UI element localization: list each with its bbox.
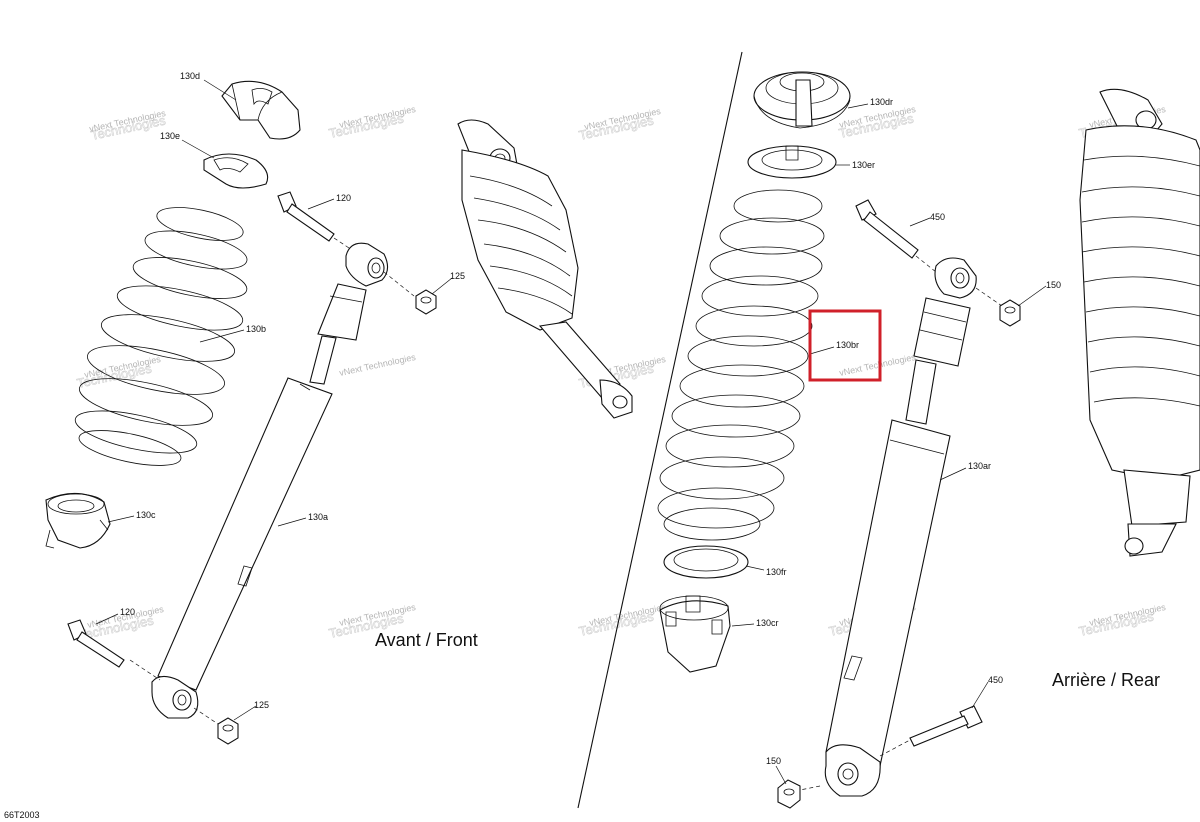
callout-130b: 130b [246,324,266,334]
part-450-bolt-top [855,199,919,259]
part-150-nut-bottom [777,779,801,809]
callout-130ar: 130ar [968,461,991,471]
part-130dr-upper-cup [753,71,851,129]
part-130cr-lower-cup [659,595,731,673]
part-130c-lower-cup [45,492,111,549]
callout-130a: 130a [308,512,328,522]
part-130b-front-spring [74,207,248,466]
leader-lines [95,79,1047,785]
callout-130c: 130c [136,510,156,520]
part-130fr-lower-ring [663,545,749,579]
part-125-nut-bottom [217,717,239,745]
watermark: vNext Technologies [338,352,417,378]
callout-120-top: 120 [336,193,351,203]
part-130a-front-shock [151,242,389,719]
part-130e-spring-seat [203,153,269,189]
rear-section-label: Arrière / Rear [1052,670,1160,690]
callout-130cr: 130cr [756,618,779,628]
watermark: vNext Technologies [838,352,917,378]
rear-shock-assembly [1079,88,1200,557]
part-150-nut-top [999,299,1021,327]
callout-130br: 130br [836,340,859,350]
front-shock-assembly [457,119,633,419]
callout-150-bottom: 150 [766,756,781,766]
part-130d-spring-cup [221,80,301,140]
highlight-box [808,309,882,382]
front-section-label: Avant / Front [375,630,478,650]
part-130ar-rear-shock [824,257,977,797]
callouts: 130d 130e 120 125 130b 130c 130a 120 125… [120,71,1061,766]
callout-130fr: 130fr [766,567,787,577]
part-130br-rear-spring [657,189,825,541]
callout-125-bottom: 125 [254,700,269,710]
section-divider [577,51,743,809]
callout-130e: 130e [160,131,180,141]
part-125-nut-top [415,289,437,315]
callout-130dr: 130dr [870,97,893,107]
callout-130d: 130d [180,71,200,81]
drawing-code: 66T2003 [4,810,40,820]
part-450-bolt-bottom [909,705,983,747]
part-130er-seat [747,145,837,179]
callout-130er: 130er [852,160,875,170]
callout-450-bottom: 450 [988,675,1003,685]
callout-120-bottom: 120 [120,607,135,617]
part-120-bolt-bottom [67,619,125,668]
callout-150-top: 150 [1046,280,1061,290]
callout-450-top: 450 [930,212,945,222]
part-120-bolt-top [277,191,335,242]
callout-125-top: 125 [450,271,465,281]
